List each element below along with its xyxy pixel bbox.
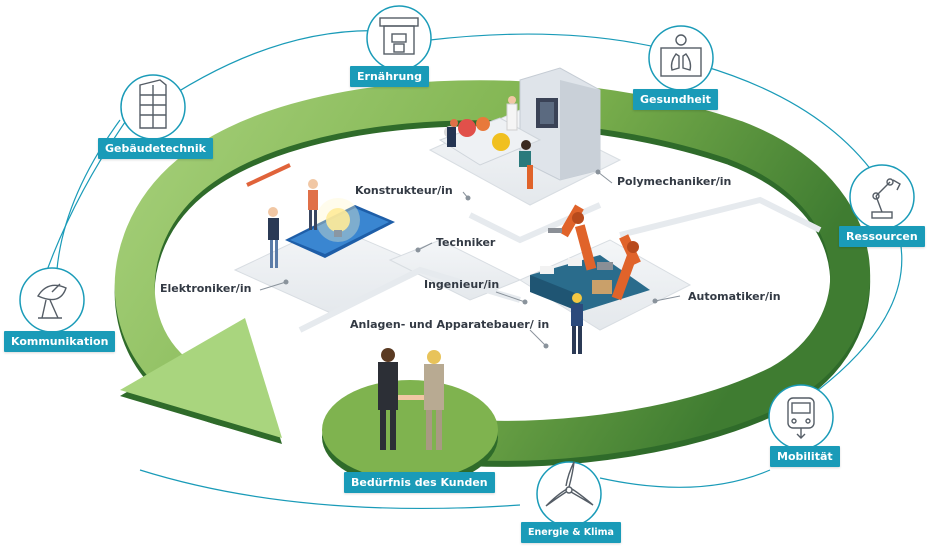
robot-conveyor-scene	[530, 204, 650, 354]
tablet-lightbulb-scene	[246, 163, 395, 268]
role-leader-lines	[259, 171, 681, 347]
wind-turbine-icon	[545, 461, 594, 507]
role-label-automatiker: Automatiker/in	[688, 290, 781, 303]
role-label-konstrukteur: Konstrukteur/in	[355, 184, 453, 197]
sector-label-gebaeudetechnik[interactable]: Gebäudetechnik	[98, 138, 213, 159]
coffee-machine-icon	[379, 17, 419, 55]
customer-need-platform	[322, 348, 498, 487]
sector-label-ernaehrung[interactable]: Ernährung	[350, 66, 429, 87]
role-label-techniker: Techniker	[436, 236, 496, 249]
building-icon	[139, 79, 167, 129]
robot-arm-icon	[871, 178, 901, 219]
center-label-kundenbeduerfnis[interactable]: Bedürfnis des Kunden	[344, 472, 495, 493]
role-label-ingenieur: Ingenieur/in	[424, 278, 500, 291]
lungs-monitor-icon	[660, 34, 702, 77]
sector-label-ressourcen[interactable]: Ressourcen	[839, 226, 925, 247]
sector-label-mobilitaet[interactable]: Mobilität	[770, 446, 840, 467]
sector-label-kommunikation[interactable]: Kommunikation	[4, 331, 116, 352]
train-icon	[787, 397, 815, 439]
role-label-anlagenbauer: Anlagen- und Apparatebauer/ in	[350, 318, 550, 331]
outer-orbit-line	[55, 29, 903, 510]
role-label-elektroniker: Elektroniker/in	[160, 282, 252, 295]
satellite-dish-icon	[36, 283, 67, 319]
workshop-machine-scene	[438, 67, 601, 189]
sector-label-energie[interactable]: Energie & Klima	[521, 522, 621, 543]
sector-label-gesundheit[interactable]: Gesundheit	[633, 89, 718, 110]
role-leader-dots	[283, 169, 658, 349]
role-label-polymechaniker: Polymechaniker/in	[617, 175, 732, 188]
process-cycle-arrow	[114, 80, 870, 467]
